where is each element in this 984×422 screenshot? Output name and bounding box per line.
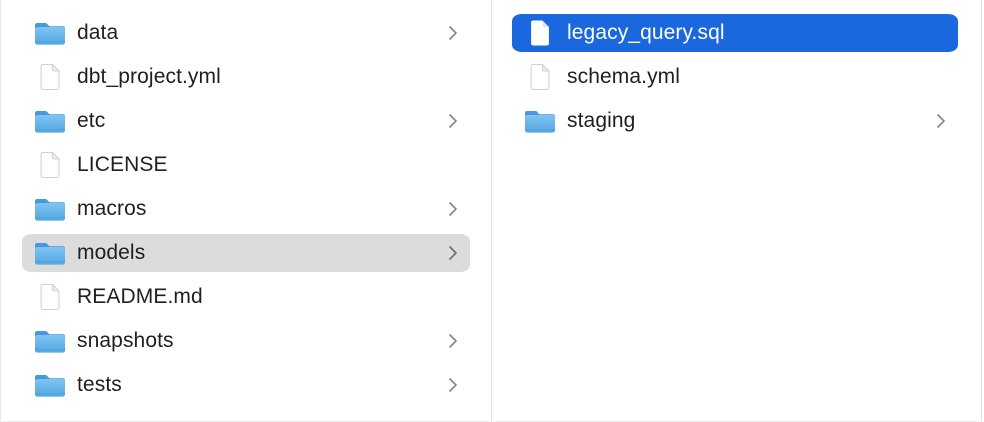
chevron-right-icon bbox=[448, 377, 458, 393]
chevron-right-icon bbox=[448, 245, 458, 261]
item-label: staging bbox=[567, 109, 636, 132]
finder-column-right: legacy_query.sql schema.yml bbox=[492, 0, 982, 421]
folder-icon bbox=[35, 23, 65, 45]
folder-icon bbox=[35, 243, 65, 265]
file-icon bbox=[530, 63, 550, 91]
item-label: schema.yml bbox=[567, 65, 681, 88]
chevron-right-icon bbox=[448, 201, 458, 217]
folder-icon bbox=[525, 111, 555, 133]
finder-item-etc[interactable]: etc bbox=[22, 99, 470, 143]
folder-icon bbox=[35, 111, 65, 133]
chevron-right-icon bbox=[448, 113, 458, 129]
finder-item-snapshots[interactable]: snapshots bbox=[22, 319, 470, 363]
chevron-right-icon bbox=[448, 25, 458, 41]
item-label: snapshots bbox=[77, 329, 174, 352]
file-icon bbox=[40, 151, 60, 179]
chevron-right-icon bbox=[936, 113, 946, 129]
item-label: dbt_project.yml bbox=[77, 65, 221, 88]
chevron-right-icon bbox=[448, 333, 458, 349]
finder-item-data[interactable]: data bbox=[22, 11, 470, 55]
item-label: models bbox=[77, 241, 146, 264]
item-label: etc bbox=[77, 109, 106, 132]
item-label: data bbox=[77, 21, 119, 44]
folder-icon bbox=[35, 331, 65, 353]
finder-item-legacy-query-sql[interactable]: legacy_query.sql bbox=[512, 11, 958, 55]
item-label: LICENSE bbox=[77, 153, 168, 176]
item-label: macros bbox=[77, 197, 147, 220]
folder-icon bbox=[35, 375, 65, 397]
finder-item-models[interactable]: models bbox=[22, 231, 470, 275]
item-label: README.md bbox=[77, 285, 203, 308]
finder-item-staging[interactable]: staging bbox=[512, 99, 958, 143]
file-icon bbox=[531, 20, 549, 46]
finder-item-readme-md[interactable]: README.md bbox=[22, 275, 470, 319]
finder-item-license[interactable]: LICENSE bbox=[22, 143, 470, 187]
folder-icon bbox=[35, 199, 65, 221]
finder-item-macros[interactable]: macros bbox=[22, 187, 470, 231]
finder-item-schema-yml[interactable]: schema.yml bbox=[512, 55, 958, 99]
file-icon bbox=[40, 63, 60, 91]
finder-column-left: data dbt_project.yml bbox=[1, 0, 492, 421]
item-label: legacy_query.sql bbox=[567, 21, 725, 44]
item-label: tests bbox=[77, 373, 122, 396]
finder-item-tests[interactable]: tests bbox=[22, 363, 470, 407]
file-icon bbox=[40, 283, 60, 311]
finder-item-dbt-project-yml[interactable]: dbt_project.yml bbox=[22, 55, 470, 99]
